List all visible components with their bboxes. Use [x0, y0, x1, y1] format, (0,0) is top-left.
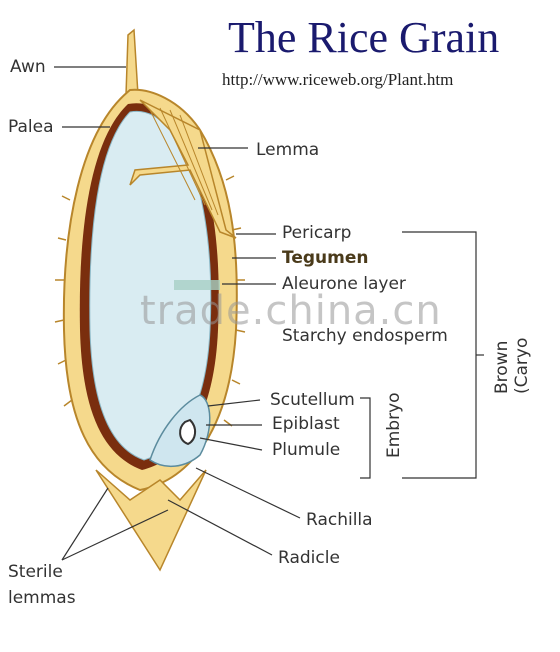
plumule-shape	[179, 418, 196, 446]
label-awn: Awn	[10, 57, 46, 77]
label-aleurone: Aleurone layer	[282, 274, 406, 294]
label-endosperm: Starchy endosperm	[282, 326, 448, 346]
label-radicle: Radicle	[278, 548, 340, 568]
label-brown: Brown	[492, 340, 512, 394]
awn-shape	[125, 28, 139, 96]
label-sterile: Sterile	[8, 562, 63, 582]
diagram-title: The Rice Grain	[228, 13, 500, 62]
label-caryo: (Caryo	[512, 337, 532, 394]
sterile-lemmas-shape	[95, 469, 207, 572]
label-lemmas: lemmas	[8, 588, 76, 608]
hull-spikes	[54, 175, 246, 427]
label-pericarp: Pericarp	[282, 223, 352, 243]
label-lemma: Lemma	[256, 140, 320, 160]
source-url: http://www.riceweb.org/Plant.htm	[222, 70, 454, 89]
leader-lines	[54, 66, 484, 561]
label-tegumen: Tegumen	[282, 248, 369, 268]
aleurone-band	[174, 280, 220, 290]
label-scutellum: Scutellum	[270, 390, 355, 410]
label-plumule: Plumule	[272, 440, 341, 460]
label-palea: Palea	[8, 117, 54, 137]
label-epiblast: Epiblast	[272, 414, 340, 434]
label-rachilla: Rachilla	[306, 510, 373, 530]
label-embryo: Embryo	[384, 392, 404, 458]
lemma-lines	[149, 107, 219, 216]
watermark: trade.china.cn	[140, 288, 442, 334]
